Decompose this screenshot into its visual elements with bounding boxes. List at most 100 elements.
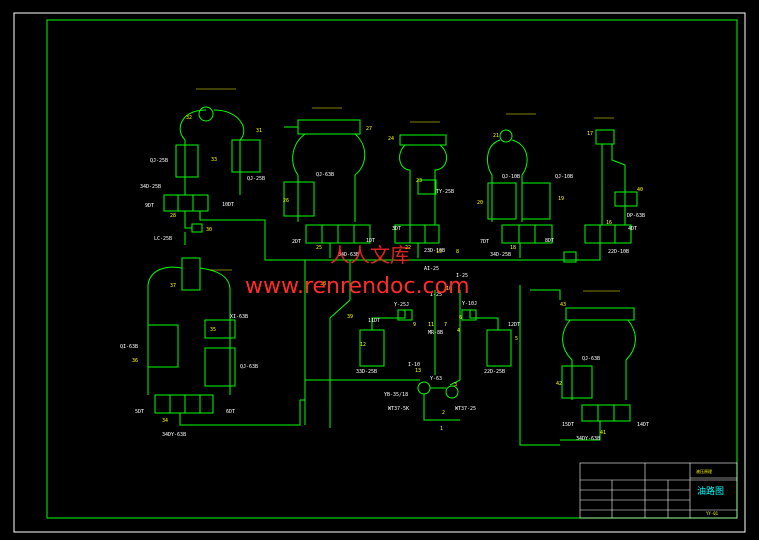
titleblock-drawing: 油路图 xyxy=(697,485,724,497)
label-10dt: 10DT xyxy=(222,202,234,208)
part-num: 30 xyxy=(206,227,212,233)
label-3dt: 3DT xyxy=(392,226,401,232)
label-8dt: 8DT xyxy=(545,238,554,244)
label-y63: Y-63 xyxy=(430,376,442,382)
label-mr8b: MR-8B xyxy=(428,330,443,336)
watermark-url: www.renrendoc.com xyxy=(245,274,470,299)
part-num: 36 xyxy=(132,358,138,364)
part-num: 32 xyxy=(186,115,192,121)
unit-headers xyxy=(196,88,620,292)
label-34d25b-right: 34D-25B xyxy=(490,252,511,258)
label-i25b: I-25 xyxy=(456,273,468,279)
label-qj63b-b: QJ-63B xyxy=(240,364,258,370)
label-y10j: Y-10J xyxy=(462,301,477,307)
label-6dt: 6DT xyxy=(226,409,235,415)
part-num: 40 xyxy=(637,187,643,193)
part-num: 20 xyxy=(477,200,483,206)
part-num: 37 xyxy=(170,283,176,289)
part-num: 33 xyxy=(211,157,217,163)
part-num: 13 xyxy=(415,368,421,374)
label-23d10b: 23D-10B xyxy=(424,248,445,254)
part-num: 17 xyxy=(587,131,593,137)
part-num: 43 xyxy=(560,302,566,308)
component-labels: QJ-25B QJ-25B 34D-25B 9DT 10DT LC-25B QJ… xyxy=(120,158,649,442)
label-ai25: AI-25 xyxy=(424,266,439,272)
label-34d63b: 34D-63B xyxy=(338,252,359,258)
part-num: 38 xyxy=(320,281,326,287)
title-block xyxy=(579,462,738,519)
label-34dy63b: 34DY-63B xyxy=(162,432,186,438)
part-num: 22 xyxy=(405,245,411,251)
part-num: 6 xyxy=(459,315,462,321)
part-num: 24 xyxy=(388,136,394,142)
part-num: 18 xyxy=(510,245,516,251)
circuit-lines xyxy=(147,106,638,446)
part-num: 9 xyxy=(413,322,416,328)
part-num: 3 xyxy=(454,382,457,388)
part-num: 26 xyxy=(283,198,289,204)
part-num: 23 xyxy=(416,178,422,184)
titleblock-title: 液压原理 xyxy=(696,468,712,474)
part-num: 31 xyxy=(256,128,262,134)
part-num: 19 xyxy=(558,196,564,202)
part-num: 21 xyxy=(493,133,499,139)
label-wt37-5k: WT37-5K xyxy=(388,406,409,412)
label-12dt: 12DT xyxy=(508,322,520,328)
part-num: 12 xyxy=(360,342,366,348)
titleblock-code: YY-01 xyxy=(706,511,719,516)
part-num: 1 xyxy=(440,426,443,432)
part-num: 42 xyxy=(556,381,562,387)
label-22d10b: 22D-10B xyxy=(608,249,629,255)
label-33d25b: 33D-25B xyxy=(356,369,377,375)
label-5dt: 5DT xyxy=(135,409,144,415)
watermark-cn: 人人文库 xyxy=(330,243,410,267)
part-num: 5 xyxy=(515,336,518,342)
label-wt37-25: WT37-25 xyxy=(455,406,476,412)
part-num: 10 xyxy=(446,286,452,292)
part-num: 35 xyxy=(210,327,216,333)
label-qj63b-c: QJ-63B xyxy=(582,356,600,362)
label-qj25b-a: QJ-25B xyxy=(150,158,168,164)
label-qj10b-b: QJ-10B xyxy=(555,174,573,180)
part-num: 4 xyxy=(457,328,460,334)
label-9dt: 9DT xyxy=(145,203,154,209)
part-num: 2 xyxy=(442,410,445,416)
label-ty25b: TY-25B xyxy=(436,189,454,195)
label-2dt: 2DT xyxy=(292,239,301,245)
label-11dt: 11DT xyxy=(368,318,380,324)
label-lc25b: LC-25B xyxy=(154,236,172,242)
label-7dt: 7DT xyxy=(480,239,489,245)
label-i10: I-10 xyxy=(408,362,420,368)
outer-frame xyxy=(13,12,746,533)
part-num: 15 xyxy=(436,249,442,255)
part-num: 11 xyxy=(428,322,434,328)
label-xi63b: XI-63B xyxy=(230,314,248,320)
label-qi63b: QI-63B xyxy=(120,344,138,350)
label-14dt: 14DT xyxy=(637,422,649,428)
label-qj10b-a: QJ-10B xyxy=(502,174,520,180)
part-num: 39 xyxy=(347,314,353,320)
part-num: 41 xyxy=(600,430,606,436)
label-yb35: YB-35/18 xyxy=(384,392,408,398)
part-num: 28 xyxy=(170,213,176,219)
part-num: 25 xyxy=(316,245,322,251)
label-15dt: 15DT xyxy=(562,422,574,428)
label-4dt: 4DT xyxy=(628,226,637,232)
label-y25j: Y-25J xyxy=(394,302,409,308)
part-num: 7 xyxy=(444,322,447,328)
label-1dt: 1DT xyxy=(366,238,375,244)
inner-frame xyxy=(46,19,738,519)
part-num: 8 xyxy=(456,249,459,255)
label-34dy63b-b: 34DY-63B xyxy=(576,436,600,442)
part-num: 27 xyxy=(366,126,372,132)
label-i25a: I-25 xyxy=(430,292,442,298)
label-qj25b-b: QJ-25B xyxy=(247,176,265,182)
part-num: 16 xyxy=(606,220,612,226)
part-num: 34 xyxy=(162,418,168,424)
label-dp63b: DP-63B xyxy=(627,213,645,219)
part-numbers: 32 31 33 28 30 27 26 25 24 23 22 21 20 1… xyxy=(132,115,643,436)
label-qj63b-a: QJ-63B xyxy=(316,172,334,178)
label-22d25b: 22D-25B xyxy=(484,369,505,375)
label-34d25b-left: 34D-25B xyxy=(140,184,161,190)
